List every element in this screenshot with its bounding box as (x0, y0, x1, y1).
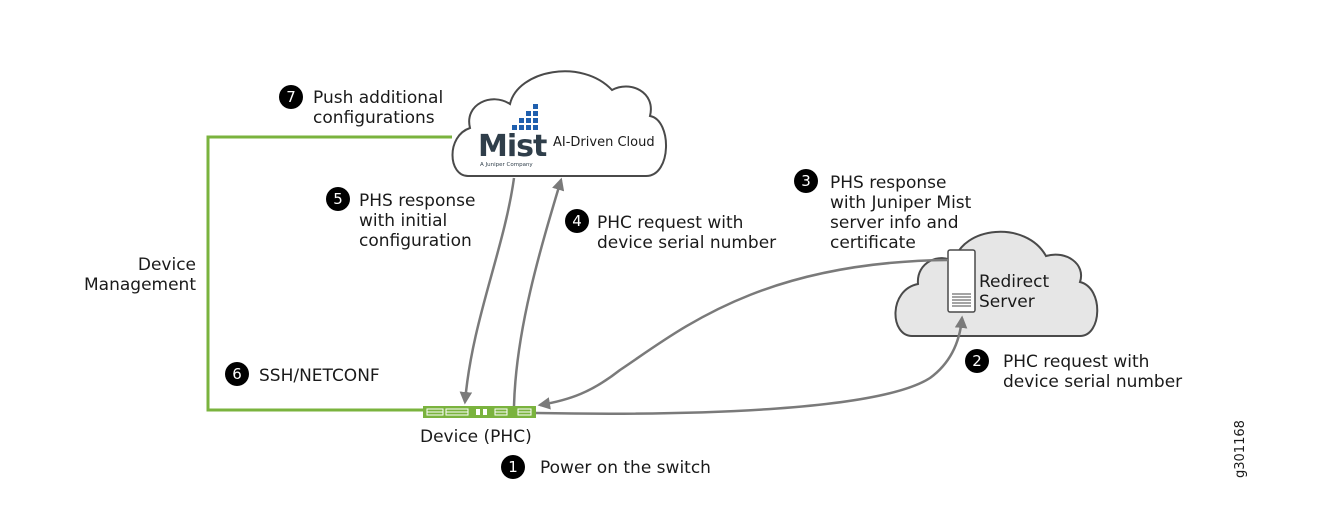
arrow-step2-phc-request (535, 315, 968, 415)
step-badge (326, 187, 350, 211)
step-text-line2: configurations (313, 108, 435, 128)
step-number: 1 (508, 458, 518, 476)
arrow-step4-phc-request (512, 177, 565, 407)
step-badge (965, 349, 989, 373)
redirect-cloud-shape (894, 231, 1099, 337)
redirect-cloud: Redirect Server (894, 231, 1099, 337)
switch-icon (423, 406, 536, 418)
step-badge (565, 209, 589, 233)
arrow-step5-phs-response (459, 177, 516, 405)
step-text-line1: Push additional (313, 88, 443, 108)
step-text-line1: PHS response (830, 173, 946, 193)
step-badge (501, 455, 525, 479)
device-management-line (206, 135, 452, 412)
step-1: 1 Power on the switch (501, 455, 711, 479)
mist-cloud: Mist A Juniper Company AI-Driven Cloud (451, 70, 667, 177)
step-number: 2 (972, 352, 982, 370)
mist-cloud-shape (451, 70, 667, 177)
redirect-server-label-line2: Server (979, 292, 1035, 312)
step-text-line2: with Juniper Mist (830, 193, 972, 213)
step-text-line2: device serial number (597, 233, 776, 253)
step-text: SSH/NETCONF (259, 366, 380, 386)
step-text-line2: with initial (359, 211, 447, 231)
step-badge (225, 362, 249, 386)
step-2: 2 PHC request with device serial number (965, 349, 1182, 392)
step-7: 7 Push additional configurations (279, 85, 443, 128)
arrow-step3-phs-response (537, 258, 949, 410)
step-text-line3: configuration (359, 231, 472, 251)
step-text-line2: device serial number (1003, 372, 1182, 392)
step-text-line1: PHC request with (1003, 352, 1149, 372)
step-text-line1: PHC request with (597, 213, 743, 233)
figure-id: g301168 (1233, 420, 1248, 478)
step-text-line4: certificate (830, 233, 916, 253)
step-text: Power on the switch (540, 458, 711, 478)
step-number: 6 (232, 365, 242, 383)
step-5: 5 PHS response with initial configuratio… (326, 187, 475, 251)
mist-logo-word: Mist (478, 129, 547, 164)
step-text-line3: server info and (830, 213, 959, 233)
redirect-server-label-line1: Redirect (979, 272, 1049, 292)
step-badge (279, 85, 303, 109)
device-management-label-line2: Management (84, 275, 196, 295)
step-text-line1: PHS response (359, 191, 475, 211)
step-3: 3 PHS response with Juniper Mist server … (794, 169, 972, 253)
device-label: Device (PHC) (420, 427, 532, 447)
step-number: 4 (572, 212, 582, 230)
device-management-label-line1: Device (138, 255, 196, 275)
step-6: 6 SSH/NETCONF (225, 362, 380, 386)
mist-logo-subtitle: A Juniper Company (480, 162, 533, 168)
step-4: 4 PHC request with device serial number (565, 209, 776, 253)
step-number: 5 (333, 190, 343, 208)
server-icon (947, 249, 976, 313)
step-number: 3 (801, 172, 811, 190)
mist-cloud-title: AI-Driven Cloud (553, 135, 655, 150)
step-number: 7 (286, 88, 296, 106)
step-badge (794, 169, 818, 193)
mist-logo-icon (512, 104, 538, 130)
